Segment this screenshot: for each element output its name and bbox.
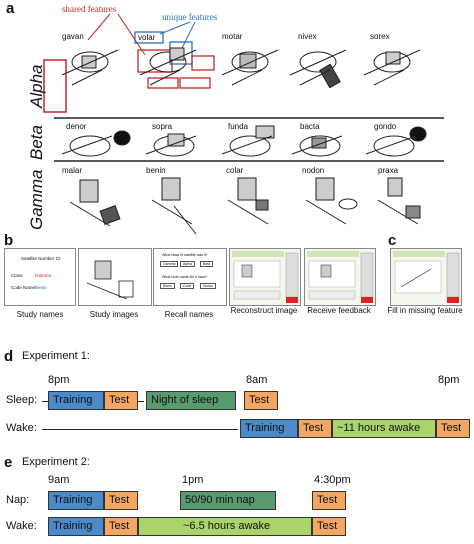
nap-box: 50/90 min nap [180, 491, 276, 510]
fill-missing-feature-thumbnail [390, 248, 462, 306]
satellite-name: nodon [302, 166, 325, 175]
panel-d-letter: d [4, 348, 14, 365]
caption-study-images: Study images [89, 310, 139, 319]
row-label-gamma: Gamma [27, 169, 46, 230]
caption-receive-feedback: Receive feedback [307, 306, 371, 315]
test-box: Test [104, 491, 138, 510]
shared-arrow [87, 13, 146, 56]
panel-b-letter: b [4, 232, 14, 249]
test-box: Test [436, 419, 470, 438]
study-images-thumbnail [78, 248, 152, 306]
row-label-alpha: Alpha [27, 64, 46, 108]
test-box: Test [244, 391, 278, 410]
gamma-satellites [69, 177, 421, 235]
reconstruct-screen [232, 251, 299, 303]
panel-a-letter: a [6, 0, 15, 17]
recall-option: Nodon [200, 283, 217, 289]
satellite-name: volar [138, 33, 156, 42]
row-name-wake: Wake: [6, 520, 37, 532]
class-label: Class: [11, 273, 24, 278]
awake-box: ~11 hours awake [332, 419, 436, 438]
time-label: 8pm [48, 374, 70, 386]
code-name-value: Benin [35, 285, 47, 290]
row-name-nap: Nap: [6, 494, 30, 506]
recall-option: Colar [180, 283, 195, 289]
study-image-satellite [86, 260, 134, 300]
training-box: Training [48, 517, 104, 536]
test-box: Test [312, 517, 346, 536]
test-box: Test [104, 517, 138, 536]
recall-question-2: What code name did it have? [162, 275, 208, 279]
fill-missing-screen [393, 251, 460, 303]
satellite-name: sorex [370, 32, 390, 41]
recall-names-thumbnail: What class of satellite was it? Gamma Al… [153, 248, 227, 306]
training-box: Training [48, 491, 104, 510]
panel-e-letter: e [4, 454, 13, 471]
caption-reconstruct-image: Reconstruct image [230, 306, 298, 315]
row-label-beta: Beta [27, 125, 46, 160]
time-label: 8am [246, 374, 268, 386]
experiment-1-title: Experiment 1: [22, 350, 90, 362]
satellite-name: benin [146, 166, 166, 175]
volar-name-box [134, 31, 164, 44]
satellite-name: denor [66, 122, 87, 131]
satellite-name: funda [228, 122, 249, 131]
alpha-label-box [43, 59, 67, 113]
recall-option: Beta [200, 261, 214, 267]
satellite-name: motar [222, 32, 243, 41]
satellite-name: bacta [300, 122, 320, 131]
shared-box-3 [147, 77, 179, 89]
class-value: Gamma [35, 273, 52, 278]
timeline-axis [42, 429, 238, 431]
satellite-name: nivex [298, 32, 317, 41]
recall-option: Alpha [180, 261, 195, 267]
feedback-screen [307, 251, 374, 303]
shared-box-4 [179, 77, 211, 89]
beta-satellites [61, 125, 427, 157]
alpha-satellites [61, 47, 421, 89]
panel-a-illustrations [43, 13, 444, 235]
test-box: Test [312, 491, 346, 510]
awake-box: ~6.5 hours awake [138, 517, 312, 536]
study-names-thumbnail: Satellite Number 10 Class: Gamma Code Na… [4, 248, 76, 306]
test-box: Test [298, 419, 332, 438]
time-label: 8pm [438, 374, 460, 386]
row-name-wake: Wake: [6, 422, 37, 434]
training-box: Training [240, 419, 298, 438]
satellite-name: sopra [152, 122, 173, 131]
code-name-label: Code Name: [11, 285, 37, 290]
satellite-name: gavan [62, 32, 84, 41]
reconstruct-image-thumbnail [229, 248, 301, 306]
unique-arrow [159, 21, 196, 49]
test-box: Test [104, 391, 138, 410]
caption-fill-missing-feature: Fill in missing feature [387, 306, 463, 315]
row-name-sleep: Sleep: [6, 394, 38, 406]
study-card-title: Satellite Number 10 [21, 256, 61, 261]
time-label: 9am [48, 474, 70, 486]
training-box: Training [48, 391, 104, 410]
shared-box-2 [191, 55, 215, 71]
caption-recall-names: Recall names [164, 310, 214, 319]
receive-feedback-thumbnail [304, 248, 376, 306]
satellite-name: praxa [378, 166, 399, 175]
time-label: 1pm [182, 474, 204, 486]
satellite-name: gondo [374, 122, 397, 131]
night-of-sleep-box: Night of sleep [146, 391, 236, 410]
experiment-2-title: Experiment 2: [22, 456, 90, 468]
satellite-name: colar [226, 166, 244, 175]
caption-study-names: Study names [16, 310, 64, 319]
recall-option: Gamma [160, 261, 179, 267]
shared-features-annotation: shared features [62, 4, 117, 14]
recall-question-1: What class of satellite was it? [162, 253, 208, 257]
unique-features-annotation: unique features [162, 12, 218, 22]
panel-c-letter: c [388, 232, 397, 249]
satellite-name: malar [62, 166, 83, 175]
time-label: 4:30pm [314, 474, 351, 486]
recall-option: Benin [160, 283, 175, 289]
